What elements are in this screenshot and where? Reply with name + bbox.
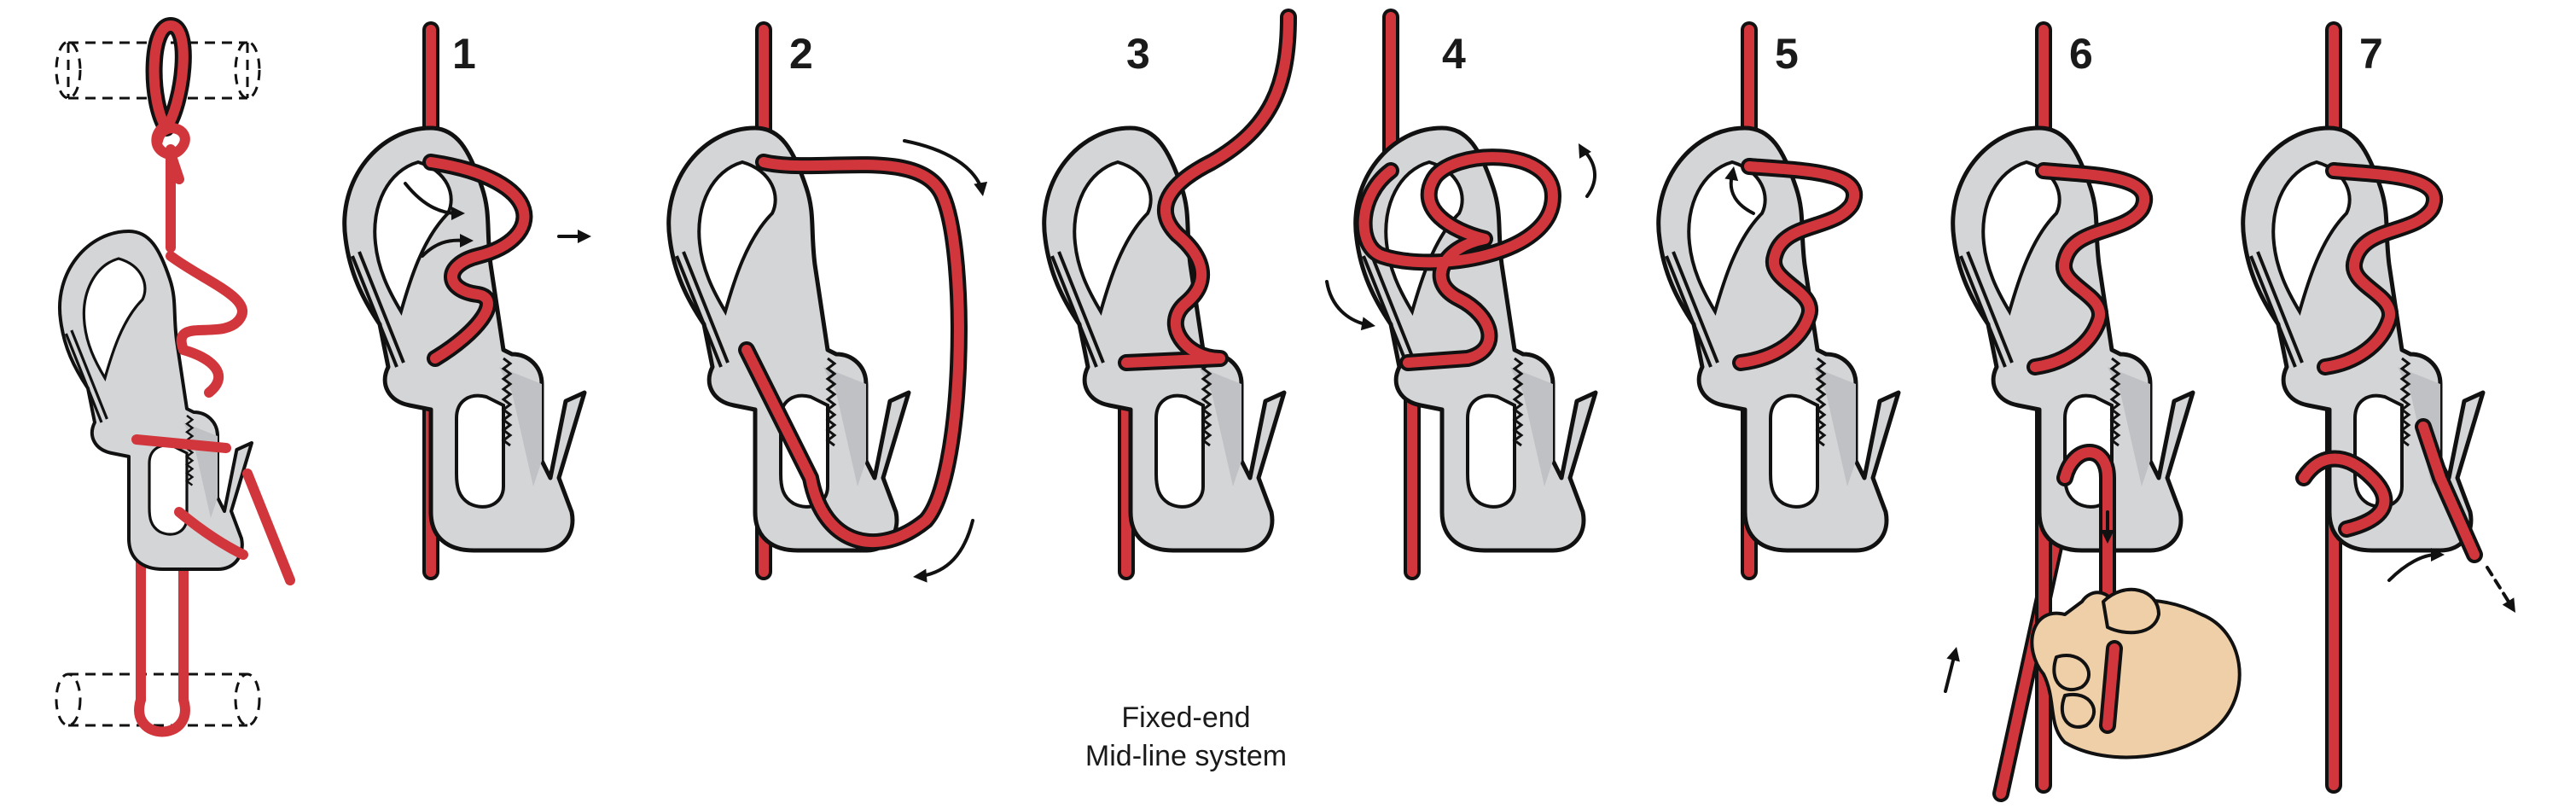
arrow-icon <box>1325 140 1597 333</box>
step-6: 6 <box>1944 21 2242 802</box>
step-number: 6 <box>2069 30 2093 78</box>
device-icon <box>669 128 909 550</box>
overview-figure <box>55 17 295 737</box>
step-number: 5 <box>1775 30 1799 78</box>
step-number: 4 <box>1442 30 1466 78</box>
arrow-icon <box>404 182 591 258</box>
caption-line-2: Mid-line system <box>1085 740 1287 772</box>
caption-line-1: Fixed-end <box>1121 701 1250 734</box>
arrow-icon <box>903 139 990 584</box>
step-number: 3 <box>1126 30 1150 78</box>
step-4: 4 <box>1325 9 1597 580</box>
overview-rope-wraps <box>131 251 295 585</box>
step-7: 7 <box>2243 21 2521 794</box>
step-1: 1 <box>345 21 591 580</box>
step-5: 5 <box>1659 21 1899 580</box>
step-3: 3 <box>1044 9 1297 580</box>
anchor-bottom-icon <box>55 672 261 727</box>
device-icon <box>1953 128 2193 550</box>
hand-icon <box>2030 587 2242 760</box>
step-number: 1 <box>452 30 476 78</box>
overview-device-icon <box>60 231 252 569</box>
arrow-icon <box>1724 165 1755 215</box>
step-2: 2 <box>669 21 990 584</box>
arrow-icon <box>1944 510 2114 693</box>
arrow-icon <box>2387 548 2521 617</box>
step-number: 2 <box>789 30 813 78</box>
step-number: 7 <box>2359 30 2383 78</box>
